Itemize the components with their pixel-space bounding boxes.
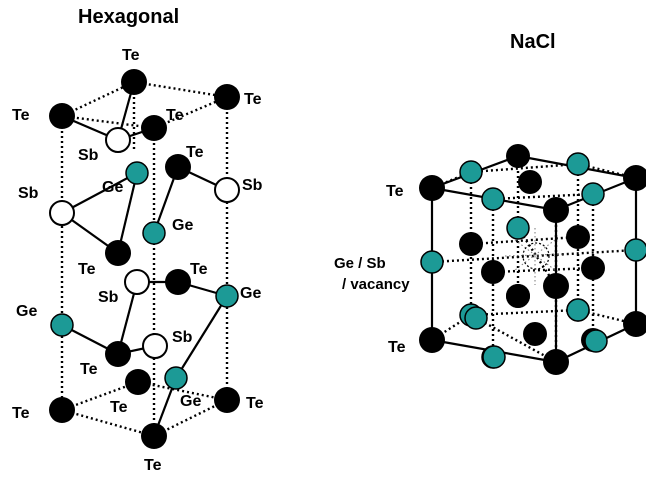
- ge-atom: [164, 366, 188, 390]
- atom-label: / vacancy: [342, 276, 410, 293]
- ge-atom: [464, 306, 488, 330]
- ge-atom: [481, 187, 505, 211]
- ge-atom: [50, 313, 74, 337]
- te-atom: [165, 154, 191, 180]
- atom-label: Te: [12, 107, 30, 124]
- ge-atom: [459, 160, 483, 184]
- atom-label: Te: [246, 395, 264, 412]
- ge-atom: [584, 329, 608, 353]
- atom-label: Te: [144, 457, 162, 474]
- sb-atom: [142, 333, 168, 359]
- te-atom: [518, 170, 542, 194]
- te-atom: [214, 387, 240, 413]
- hexagonal-cell-dotted-edges: [60, 80, 229, 438]
- ge-atom: [482, 345, 506, 369]
- te-atom: [523, 322, 547, 346]
- te-atom: [481, 260, 505, 284]
- te-atom: [459, 232, 483, 256]
- atom-label: Te: [166, 107, 184, 124]
- te-atom: [623, 165, 646, 191]
- nacl-atoms: [419, 144, 646, 375]
- te-atom: [623, 311, 646, 337]
- te-atom: [581, 256, 605, 280]
- te-atom: [105, 341, 131, 367]
- te-atom: [566, 225, 590, 249]
- atom-label: Te: [122, 47, 140, 64]
- te-atom: [141, 115, 167, 141]
- te-atom: [121, 69, 147, 95]
- atom-label: Te: [186, 144, 204, 161]
- ge-atom: [581, 182, 605, 206]
- vacancy-site: [522, 242, 550, 270]
- ge-atom: [420, 250, 444, 274]
- nacl-title: NaCl: [510, 31, 556, 53]
- hexagonal-atoms: [49, 69, 240, 449]
- hexagonal-labels: Hexagonal Te Te Te Te Sb Te Ge Sb Sb Ge …: [12, 6, 264, 474]
- atom-label: Ge: [180, 393, 201, 410]
- te-atom: [49, 103, 75, 129]
- te-atom: [125, 369, 151, 395]
- sb-atom: [214, 177, 240, 203]
- atom-label: Te: [244, 91, 262, 108]
- atom-label: Te: [78, 261, 96, 278]
- ge-atom: [566, 152, 590, 176]
- atom-label: Ge / Sb: [334, 255, 386, 272]
- te-atom: [49, 397, 75, 423]
- sb-atom: [49, 200, 75, 226]
- atom-label: Ge: [240, 285, 261, 302]
- ge-atom: [125, 161, 149, 185]
- atom-label: Sb: [18, 185, 39, 202]
- te-atom: [419, 175, 445, 201]
- atom-label: Te: [110, 399, 128, 416]
- sb-atom: [105, 127, 131, 153]
- atom-label: Ge: [102, 179, 123, 196]
- ge-atom: [506, 216, 530, 240]
- atom-label: Ge: [172, 217, 193, 234]
- ge-atom: [566, 298, 590, 322]
- te-atom: [165, 269, 191, 295]
- atom-label: Sb: [172, 329, 193, 346]
- hexagonal-structure: Hexagonal Te Te Te Te Sb Te Ge Sb Sb Ge …: [12, 6, 264, 474]
- atom-label: Te: [190, 261, 208, 278]
- atom-label: Te: [388, 339, 406, 356]
- nacl-structure: NaCl Te Ge / Sb / vacancy Te: [334, 31, 646, 375]
- atom-label: Sb: [242, 177, 263, 194]
- hexagonal-title: Hexagonal: [78, 6, 179, 28]
- atom-label: Te: [80, 361, 98, 378]
- atom-label: Sb: [78, 147, 99, 164]
- te-atom: [141, 423, 167, 449]
- te-atom: [105, 240, 131, 266]
- te-atom: [543, 349, 569, 375]
- ge-atom: [142, 221, 166, 245]
- te-atom: [419, 327, 445, 353]
- ge-atom: [624, 238, 646, 262]
- atom-label: Ge: [16, 303, 37, 320]
- te-atom: [214, 84, 240, 110]
- atom-label: Te: [386, 183, 404, 200]
- te-atom: [543, 197, 569, 223]
- ge-atom: [215, 284, 239, 308]
- atom-label: Te: [12, 405, 30, 422]
- atom-label: Sb: [98, 289, 119, 306]
- sb-atom: [124, 269, 150, 295]
- nacl-labels: NaCl Te Ge / Sb / vacancy Te: [334, 31, 556, 356]
- te-atom: [506, 144, 530, 168]
- te-atom: [543, 273, 569, 299]
- te-atom: [506, 284, 530, 308]
